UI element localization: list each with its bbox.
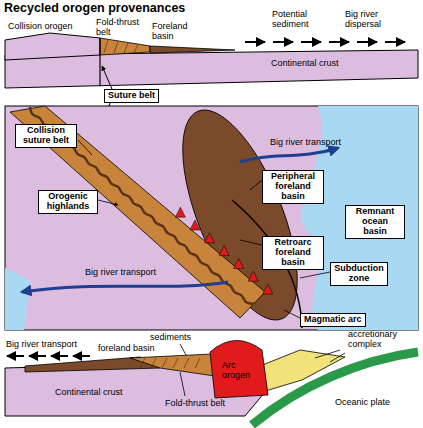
thrust-line <box>104 40 108 53</box>
leader-line <box>240 240 262 245</box>
dispersal-arrow <box>245 41 265 43</box>
label-box: Peripheral foreland basin <box>262 170 324 204</box>
part-label: Big river transport <box>85 268 156 278</box>
label-box: Collision suture belt <box>15 124 77 148</box>
part-label: Continental crust <box>270 59 340 69</box>
part-label: Big river transport <box>270 138 341 148</box>
volcano-symbol <box>248 271 258 281</box>
leader-line <box>250 180 262 190</box>
river-arrow <box>51 355 68 357</box>
dispersal-arrow <box>273 41 293 43</box>
label-box: Suture belt <box>104 89 159 103</box>
ocean-corner <box>5 268 30 330</box>
box-text: Magmatic arc <box>304 315 362 325</box>
part-label: Arc orogen <box>222 361 258 381</box>
label-box: Retroarc foreland basin <box>262 236 324 270</box>
box-text: Suture belt <box>108 91 155 101</box>
volcano-symbol <box>175 207 185 217</box>
fold-thrust-wedge <box>100 38 150 55</box>
label-box: Magmatic arc <box>300 313 366 327</box>
bottom-section <box>5 340 418 425</box>
box-text: Remnant ocean basin <box>349 207 401 237</box>
leader-line <box>180 372 185 396</box>
river <box>22 282 228 292</box>
orogenic-highlands-band <box>10 106 265 318</box>
label-box: Orogenic highlands <box>38 190 98 214</box>
magmatic-arc-volcanoes <box>175 207 272 294</box>
pointer-arrow <box>102 66 112 89</box>
label-box: Subduction zone <box>330 262 388 286</box>
diagram-title: Recycled orogen provenances <box>4 1 185 15</box>
part-label: Foreland basin <box>152 22 197 42</box>
suture-line <box>99 38 100 86</box>
foreland-basin <box>150 46 235 53</box>
volcano-symbol <box>234 258 244 268</box>
thrust-line <box>184 358 189 368</box>
leader-line <box>98 200 118 205</box>
map-section <box>5 95 418 334</box>
thrust-line <box>124 43 128 53</box>
dispersal-arrow <box>301 41 321 43</box>
part-label: Continental crust <box>55 388 123 398</box>
volcano-symbol <box>190 220 200 230</box>
top-section <box>5 33 418 88</box>
thrust-line <box>151 358 156 368</box>
leader-line <box>78 140 92 155</box>
dispersal-arrow <box>385 41 405 43</box>
thrust-line <box>162 358 167 368</box>
part-label: foreland basin <box>98 344 155 354</box>
thrust-line <box>134 45 138 54</box>
river-arrow <box>73 355 90 357</box>
part-label: Potential sediment <box>272 10 327 30</box>
box-text: Orogenic highlands <box>42 192 94 212</box>
leader-line <box>330 353 345 362</box>
part-label: Big river transport <box>6 340 77 350</box>
leader-line <box>180 344 186 355</box>
thrust-line <box>140 358 145 368</box>
part-label: Oceanic plate <box>335 398 390 408</box>
river-arrows <box>7 356 90 357</box>
collision-orogen <box>5 33 100 60</box>
part-label: Big river dispersal <box>345 10 400 30</box>
box-text: Subduction zone <box>334 264 384 284</box>
part-label: sediments <box>150 333 191 343</box>
thrust-line <box>114 42 118 54</box>
thrust-line <box>173 358 178 368</box>
part-label: Fold-thrust belt <box>96 18 144 38</box>
volcano-symbol <box>263 284 273 294</box>
box-text: Retroarc foreland basin <box>266 238 320 268</box>
part-label: Collision orogen <box>8 22 73 32</box>
box-text: Collision suture belt <box>19 126 73 146</box>
accretionary-wedge <box>255 350 345 392</box>
leader-line <box>284 310 300 318</box>
label-box: Remnant ocean basin <box>345 205 405 239</box>
part-label: Fold-thrust belt <box>165 399 225 409</box>
leader-line <box>300 272 330 278</box>
leader-line <box>315 350 340 358</box>
volcano-symbol <box>219 246 229 256</box>
volcano-symbol <box>205 233 215 243</box>
thrust-lines <box>104 40 138 53</box>
arc-orogen-shape <box>210 340 268 398</box>
river-arrow <box>29 355 46 357</box>
dispersal-arrows <box>245 42 405 43</box>
dispersal-arrow <box>357 41 377 43</box>
fold-thrust-wedge <box>130 354 215 376</box>
thrust-lines <box>140 358 200 368</box>
part-label: accretionary complex <box>348 330 418 350</box>
river-arrow <box>7 355 24 357</box>
dispersal-arrow <box>329 41 349 43</box>
thrust-line <box>195 358 200 368</box>
river <box>240 148 338 162</box>
box-text: Peripheral foreland basin <box>266 172 320 202</box>
